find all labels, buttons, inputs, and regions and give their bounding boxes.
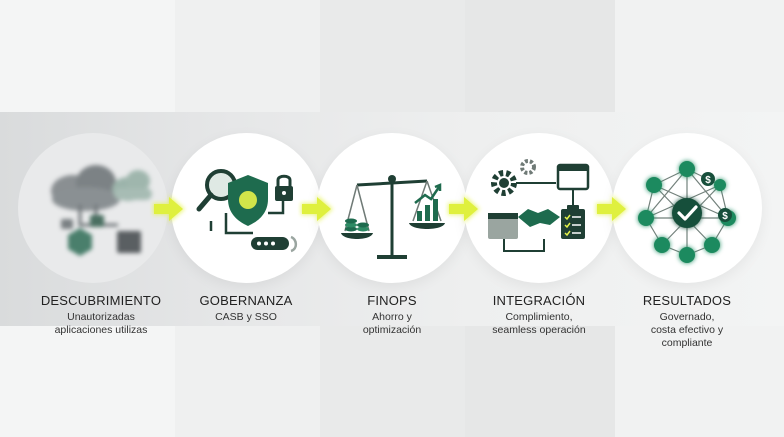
step-subtitle-line: costa efectivo y [650,324,724,336]
step-title: FINOPS [367,293,417,308]
step-subtitle-line: optimización [362,324,422,336]
step-label-discovery: DESCUBRIMIENTO Unautorizadas aplicacione… [26,293,176,337]
step-subtitle-line: seamless operación [492,324,586,336]
step-title: INTEGRACIÓN [492,293,586,308]
step-circle-discovery [18,133,168,283]
step-title: GOBERNANZA [199,293,293,308]
network-checkmark-icon: $ $ [638,161,736,263]
step-circle-results: $ $ [612,133,762,283]
flow-arrow-2 [297,192,337,226]
step-subtitle-line: Unautorizadas [67,311,135,323]
flow-arrow-3 [444,192,484,226]
step-circle-finops [317,133,467,283]
step-title: RESULTADOS [642,293,732,308]
step-subtitle-line: compliante [661,337,713,349]
balance-scale-icon [341,175,445,259]
flow-arrow-4 [592,192,632,226]
step-subtitle-line: Ahorro y [372,311,412,323]
svg-text:$: $ [722,211,728,222]
chevron-right-arrow-icon [596,195,628,223]
step-label-integration: INTEGRACIÓN Complimiento, seamless opera… [464,293,614,337]
step-subtitle-line: Governado, [659,311,715,323]
chevron-right-arrow-icon [301,195,333,223]
step-subtitle-line: Complimiento, [505,311,573,323]
step-subtitle-line: aplicaciones utilizas [54,324,148,336]
step-title: DESCUBRIMIENTO [40,293,162,308]
gears-handshake-icon [488,159,590,252]
step-circle-governance [171,133,321,283]
step-subtitle-line: CASB y SSO [215,311,277,323]
step-label-governance: GOBERNANZA CASB y SSO [171,293,321,324]
chevron-right-arrow-icon [153,195,185,223]
shield-lock-icon [196,169,298,253]
svg-text:$: $ [705,175,711,186]
flow-arrow-1 [149,192,189,226]
step-circle-integration [464,133,614,283]
step-label-finops: FINOPS Ahorro y optimización [317,293,467,337]
chevron-right-arrow-icon [448,195,480,223]
step-label-results: RESULTADOS Governado, costa efectivo y c… [612,293,762,350]
cloud-network-icon [51,165,152,256]
